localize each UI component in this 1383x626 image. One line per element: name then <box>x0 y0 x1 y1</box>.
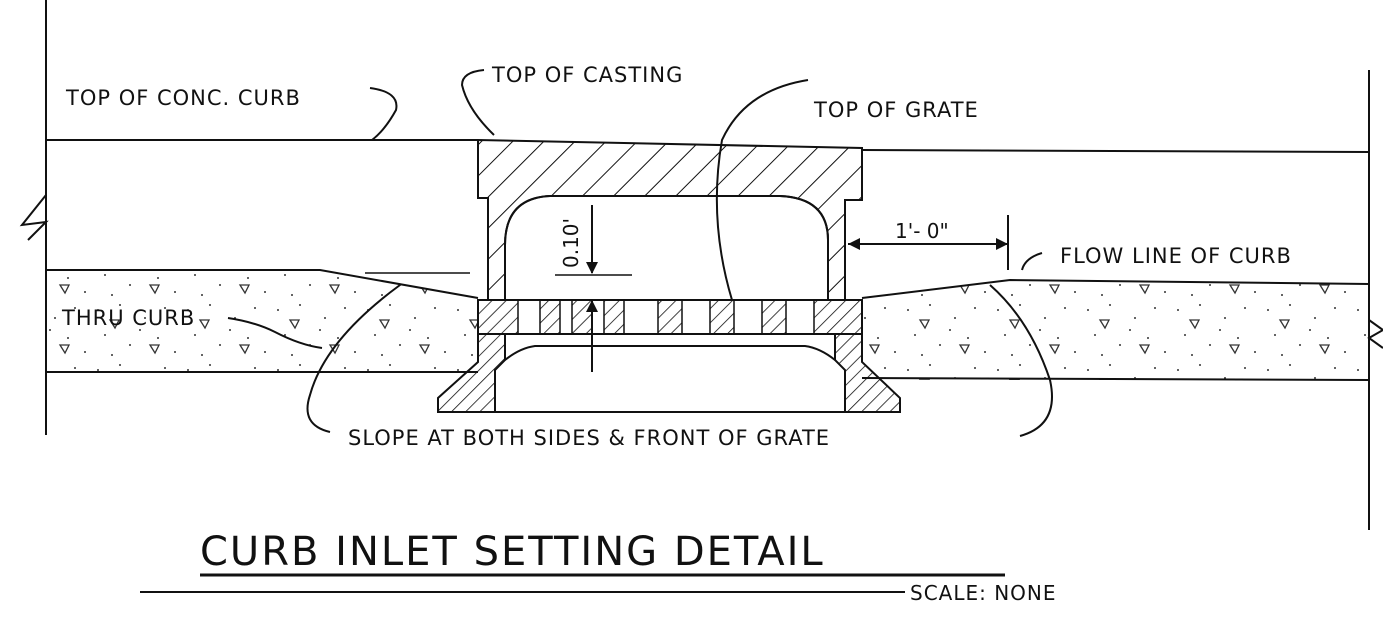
leader-slope-left <box>306 284 401 433</box>
flow-line-left <box>46 269 479 299</box>
leader-flow-line <box>1021 252 1043 271</box>
dim-offset-label: 1'- 0" <box>895 219 949 243</box>
top-of-curb-line-right <box>861 149 1370 153</box>
concrete-left <box>46 270 478 372</box>
casting-opening <box>504 195 829 300</box>
right-break-symbol <box>1367 319 1383 349</box>
leader-thru-curb <box>227 317 323 349</box>
casting-body <box>477 138 863 301</box>
label-top-of-grate: TOP OF GRATE <box>813 98 979 122</box>
frame-inner <box>504 345 836 361</box>
leader-slope-right <box>989 284 1053 437</box>
label-thru-curb: THRU CURB <box>61 306 195 330</box>
dim-drop-label: 0.10' <box>559 218 583 268</box>
label-top-of-casting: TOP OF CASTING <box>491 63 683 87</box>
leader-top-of-casting <box>460 69 495 136</box>
flow-line-right <box>861 278 1370 299</box>
label-top-of-conc-curb: TOP OF CONC. CURB <box>65 86 301 110</box>
left-break-symbol <box>19 194 49 241</box>
leader-top-of-curb <box>369 87 398 141</box>
drawing-title: CURB INLET SETTING DETAIL <box>200 529 825 575</box>
grate-bars <box>477 299 863 335</box>
scale-note: SCALE: NONE <box>910 581 1057 605</box>
leader-top-of-grate <box>715 79 809 301</box>
label-flow-line-of-curb: FLOW LINE OF CURB <box>1060 244 1292 268</box>
curb-bottom-right <box>861 377 1370 381</box>
concrete-right <box>862 280 1369 380</box>
label-slope-note: SLOPE AT BOTH SIDES & FRONT OF GRATE <box>348 426 830 450</box>
